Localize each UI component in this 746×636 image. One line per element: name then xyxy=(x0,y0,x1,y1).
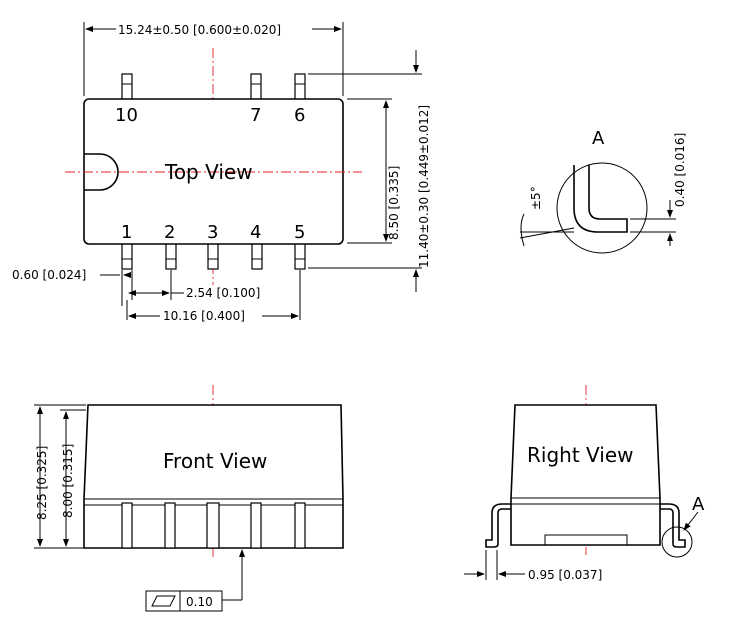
lead-7 xyxy=(250,73,262,101)
front-lead-4 xyxy=(250,502,262,549)
dim-total-height: 11.40±0.30 [0.449±0.012] xyxy=(417,105,431,268)
pin-label-2: 2 xyxy=(164,222,175,243)
dim-front-body-height: 8.00 [0.315] xyxy=(61,444,75,518)
lead-5 xyxy=(294,242,306,270)
dim-lead-foot: 0.95 [0.037] xyxy=(528,568,602,582)
right-view-title: Right View xyxy=(527,443,633,467)
lead-10 xyxy=(121,73,133,101)
dim-body-height: 8.50 [0.335] xyxy=(387,166,401,240)
right-view: A Right View 0.95 [0.037] xyxy=(464,385,705,582)
dim-lead-span: 10.16 [0.400] xyxy=(163,309,245,323)
lead-1 xyxy=(121,242,133,270)
detail-a-label: A xyxy=(592,128,605,149)
front-lead-1 xyxy=(121,502,133,549)
flatness-value: 0.10 xyxy=(186,595,213,609)
pin-label-10: 10 xyxy=(115,105,138,126)
right-view-standoff xyxy=(544,534,628,546)
orientation-notch xyxy=(84,153,119,191)
front-lead-5 xyxy=(294,502,306,549)
right-view-detail-label: A xyxy=(692,494,705,515)
pin-label-3: 3 xyxy=(207,222,218,243)
dim-front-height: 8.25 [0.325] xyxy=(35,446,49,520)
lead-2 xyxy=(165,242,177,270)
right-view-lead-left xyxy=(485,503,511,548)
dim-lead-angle: ±5° xyxy=(529,186,543,210)
top-view-body xyxy=(83,98,344,245)
right-view-lead-right xyxy=(660,503,686,548)
lead-4 xyxy=(251,242,263,270)
pin-label-4: 4 xyxy=(250,222,261,243)
lead-6 xyxy=(294,73,306,101)
dim-lead-thickness: 0.40 [0.016] xyxy=(673,133,687,207)
right-view-body xyxy=(510,404,661,546)
right-view-detail-circle xyxy=(661,526,693,558)
top-leads xyxy=(121,73,306,101)
pin-label-6: 6 xyxy=(294,105,305,126)
bottom-leads xyxy=(121,242,306,270)
front-lead-3 xyxy=(206,502,220,549)
front-view: Front View 8.25 [0.325] 8.00 [0.315] 0.1… xyxy=(34,385,344,612)
pin-label-1: 1 xyxy=(121,222,132,243)
dim-pin-width: 0.60 [0.024] xyxy=(12,268,86,282)
flatness-frame xyxy=(145,590,223,612)
detail-a: A 0.40 [0.016] ±5° xyxy=(519,128,687,254)
pin-label-5: 5 xyxy=(294,222,305,243)
top-view-title: Top View xyxy=(164,160,253,184)
front-lead-2 xyxy=(164,502,176,549)
front-view-title: Front View xyxy=(163,449,267,473)
detail-a-lead-profile xyxy=(573,165,628,233)
dim-pitch: 2.54 [0.100] xyxy=(186,286,260,300)
detail-a-circle xyxy=(556,162,648,254)
lead-3 xyxy=(207,242,219,270)
flatness-symbol-icon xyxy=(151,595,176,607)
dim-overall-width: 15.24±0.50 [0.600±0.020] xyxy=(118,23,281,37)
pin-label-7: 7 xyxy=(250,105,261,126)
top-view: 10 7 6 1 2 3 4 5 Top View 15.24±0.50 [0.… xyxy=(12,22,431,323)
